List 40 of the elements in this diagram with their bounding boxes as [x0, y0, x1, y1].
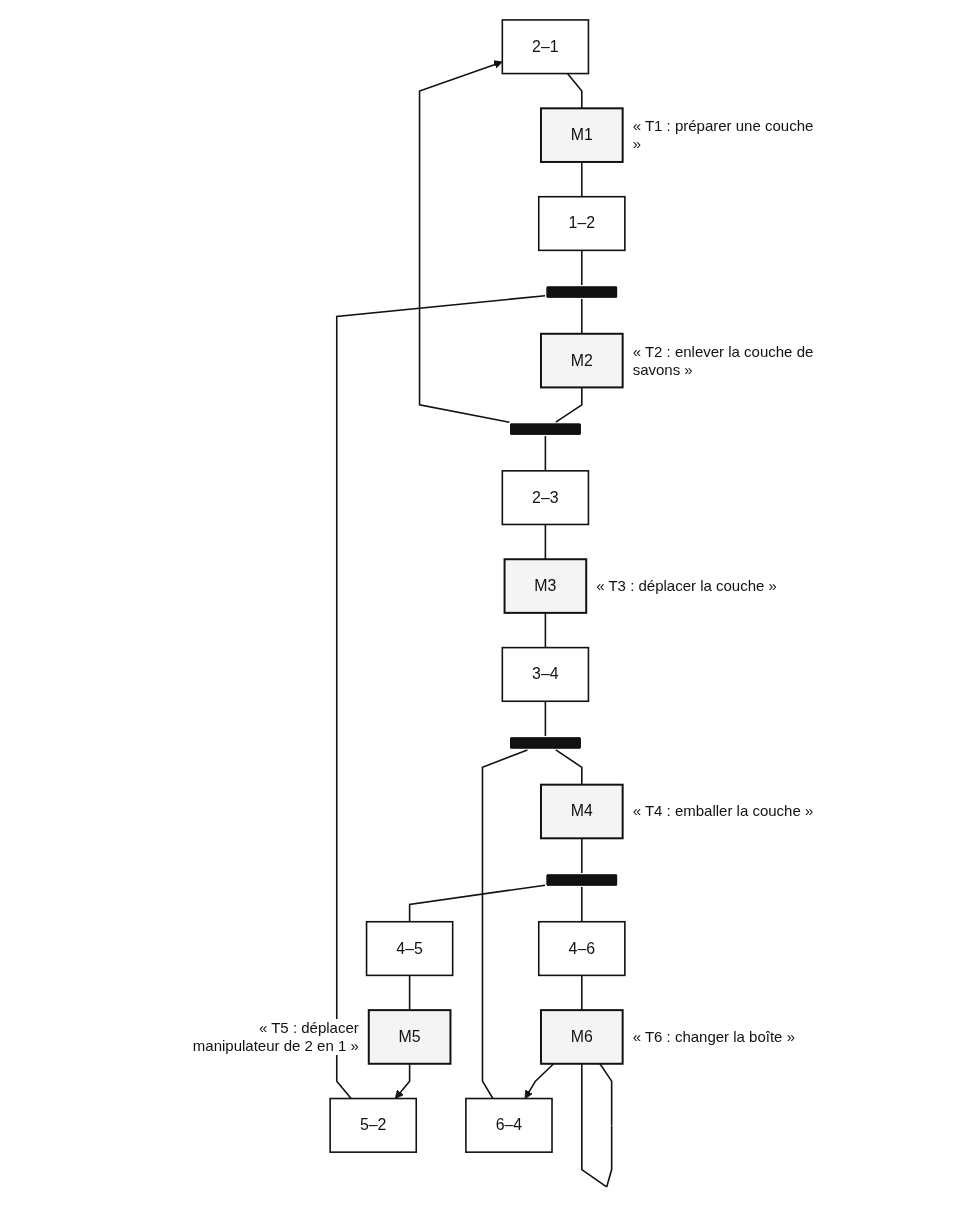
connector: [581, 298, 583, 335]
connector: [544, 435, 547, 472]
arrow: [394, 1062, 411, 1099]
connector: [555, 749, 583, 786]
connector: [581, 161, 583, 198]
sync-bar: [546, 874, 618, 886]
transition-box: M6: [539, 1009, 624, 1065]
arrow: [418, 60, 511, 423]
transition-box: M2: [539, 332, 624, 389]
connector: [555, 386, 583, 423]
connector: [581, 974, 583, 1011]
sync-bar: [510, 737, 581, 749]
place-box: 5–2: [329, 1097, 418, 1153]
place-box: 3–4: [501, 646, 590, 703]
place-box: 1–2: [537, 195, 626, 252]
connector: [566, 72, 583, 110]
transition-box: M3: [503, 558, 588, 614]
connector: [544, 523, 547, 561]
transition-box: M1: [539, 107, 624, 163]
place-box: 6–4: [465, 1097, 553, 1153]
transition-box: M4: [539, 783, 624, 840]
arrow: [524, 1062, 555, 1099]
connector: [335, 294, 546, 1100]
connector: [544, 700, 547, 737]
connector: [581, 886, 583, 923]
transition-box: M5: [367, 1009, 452, 1065]
connector: [581, 837, 583, 874]
place-box: 4–6: [537, 920, 626, 977]
sync-bar: [546, 286, 618, 298]
place-box: 4–5: [365, 920, 454, 977]
place-box: 2–3: [501, 470, 590, 526]
connector: [581, 1062, 613, 1188]
place-box: 2–1: [501, 19, 590, 75]
connector: [408, 974, 411, 1011]
action-label: « T3 : déplacer la couche »: [596, 577, 777, 596]
connector: [581, 249, 583, 286]
connector: [408, 884, 546, 923]
connector: [481, 749, 529, 1100]
sync-bar: [510, 423, 581, 435]
connector: [544, 612, 547, 649]
